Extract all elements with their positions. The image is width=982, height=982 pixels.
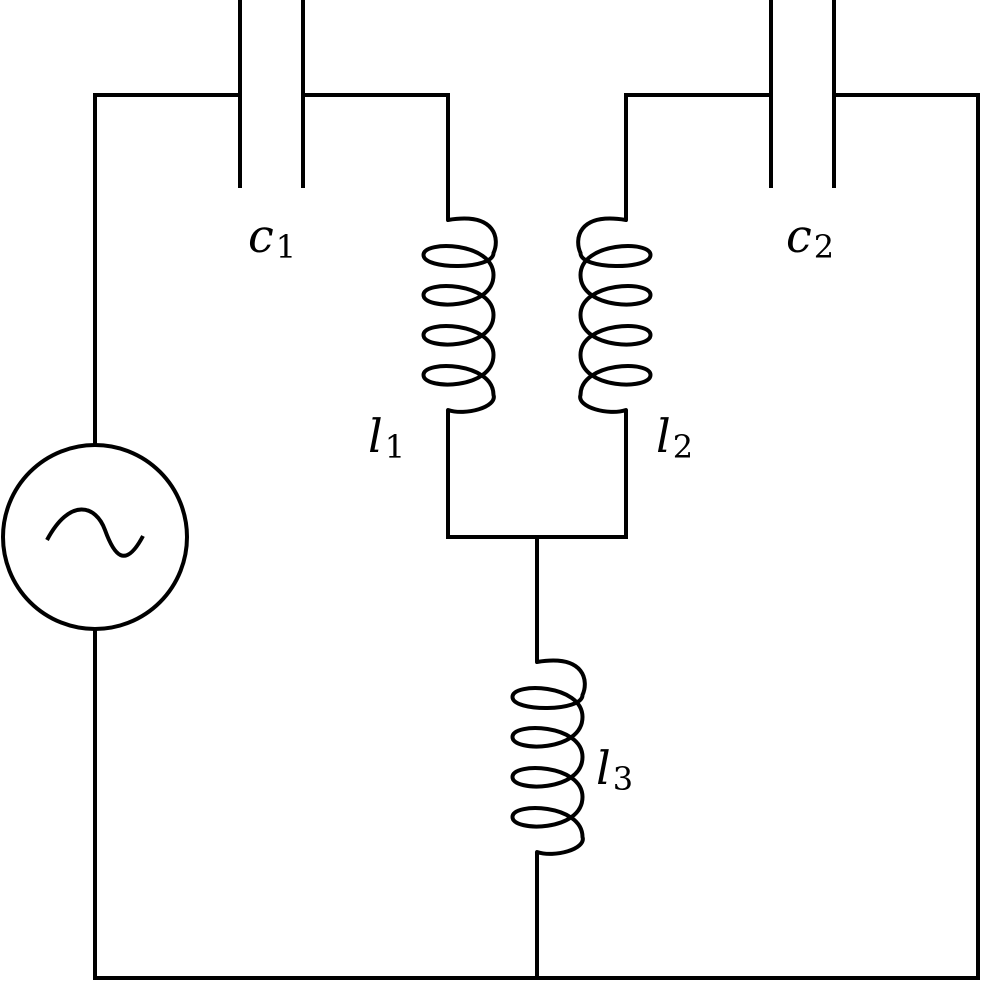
ac-voltage-source-icon <box>1 443 189 631</box>
wire-c1-l1 <box>303 93 450 220</box>
coil <box>510 658 587 856</box>
capacitor-c2: c2 <box>769 0 836 266</box>
sine-wave-icon <box>45 507 145 558</box>
inductor-label-l3: l3 <box>596 741 633 798</box>
inductor-l1: l1 <box>368 216 498 466</box>
inductor-l2: l2 <box>576 216 693 466</box>
wire-left-lower <box>93 93 980 980</box>
wire-left-upper <box>93 93 240 445</box>
capacitor-label-c1: c1 <box>248 209 296 266</box>
wire-l1-junction <box>446 410 628 539</box>
wire-c2-l2 <box>624 93 771 220</box>
coil <box>576 216 653 414</box>
capacitor-label-c2: c2 <box>786 209 834 266</box>
inductor-label-l2: l2 <box>656 409 693 466</box>
coil <box>421 216 498 414</box>
inductor-l3: l3 <box>510 658 633 856</box>
source-circle <box>1 443 189 631</box>
wires <box>93 93 980 980</box>
capacitor-c1: c1 <box>238 0 305 266</box>
inductor-label-l1: l1 <box>368 409 405 466</box>
